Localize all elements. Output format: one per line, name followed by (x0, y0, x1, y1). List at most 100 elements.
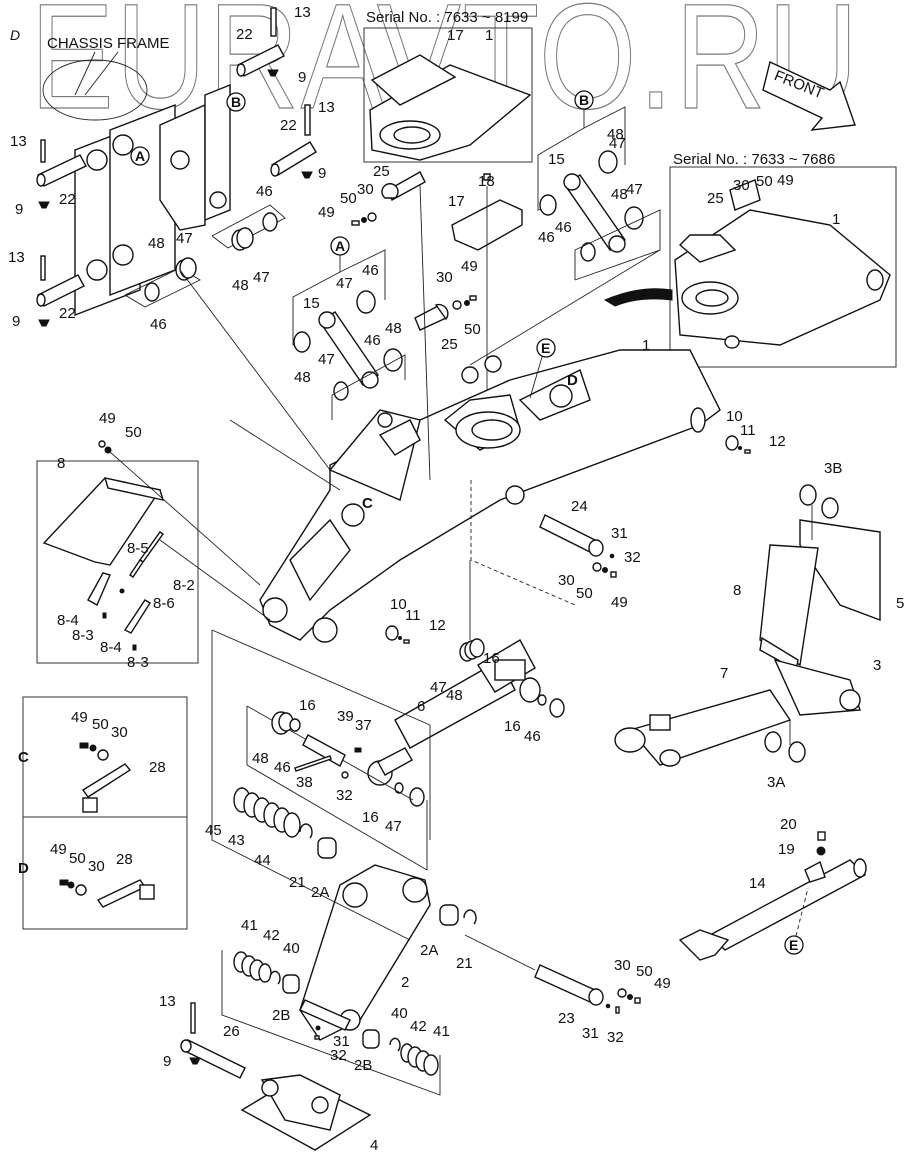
part-label-48: 48 (446, 687, 463, 704)
part-label-50: 50 (576, 585, 593, 602)
inset-serial-right (669, 166, 897, 368)
part-label-13: 13 (294, 4, 311, 21)
part-label-30: 30 (733, 177, 750, 194)
part-label-5: 5 (896, 595, 904, 612)
part-label-2a: 2A (311, 884, 329, 901)
part-label-22: 22 (280, 117, 297, 134)
part-label-50: 50 (636, 963, 653, 980)
part-label-30: 30 (357, 181, 374, 198)
svg-text:C: C (362, 495, 373, 512)
dashed-axis-pin-24 (470, 480, 576, 606)
part-label-46: 46 (274, 759, 291, 776)
part-label-40: 40 (283, 940, 300, 957)
part-label-46: 46 (364, 332, 381, 349)
part-label-50: 50 (340, 190, 357, 207)
part-label-8-4: 8-4 (57, 612, 79, 629)
part-label-17: 17 (447, 27, 464, 44)
part-label-9: 9 (163, 1053, 171, 1070)
part-label-3a: 3A (767, 774, 785, 791)
part-label-46: 46 (150, 316, 167, 333)
part-label-30: 30 (558, 572, 575, 589)
part-label-49: 49 (654, 975, 671, 992)
part-label-49: 49 (71, 709, 88, 726)
part-label-39: 39 (337, 708, 354, 725)
part-label-22: 22 (236, 26, 253, 43)
part-label-50: 50 (69, 850, 86, 867)
callout-A-link: A (292, 236, 386, 346)
chassis-frame-outline (42, 51, 148, 121)
part-label-46: 46 (362, 262, 379, 279)
part-label-32: 32 (336, 787, 353, 804)
part-label-44: 44 (254, 852, 271, 869)
part-label-15: 15 (303, 295, 320, 312)
part-label-22: 22 (59, 305, 76, 322)
part-label-3b: 3B (824, 460, 842, 477)
part-label-24: 24 (571, 498, 588, 515)
bushings-2A-right (439, 904, 477, 926)
decal-D: D (549, 372, 578, 408)
part-label-49: 49 (50, 841, 67, 858)
part-label-16: 16 (299, 697, 316, 714)
part-label-8-3: 8-3 (127, 654, 149, 671)
leader-lines (159, 184, 813, 745)
part-label-46: 46 (555, 219, 572, 236)
washer-group-chassis-upper (211, 204, 286, 251)
inset-pointer (603, 288, 673, 307)
part-label-49: 49 (318, 204, 335, 221)
part-label-9: 9 (15, 201, 23, 218)
part-label-8-5: 8-5 (127, 540, 149, 557)
cylinder-6 (367, 639, 541, 786)
part-label-8-4: 8-4 (100, 639, 122, 656)
washer-10-left (385, 625, 410, 644)
svg-text:A: A (135, 148, 145, 164)
decal-C: C (341, 495, 373, 527)
part-label-37: 37 (355, 717, 372, 734)
part-label-40: 40 (391, 1005, 408, 1022)
floor-plate-4 (240, 1074, 372, 1151)
part-label-8-6: 8-6 (153, 595, 175, 612)
svg-text:C: C (18, 749, 29, 766)
part-label-3: 3 (873, 657, 881, 674)
part-label-16: 16 (483, 650, 500, 667)
part-label-25: 25 (441, 336, 458, 353)
part-label-38: 38 (296, 774, 313, 791)
part-label-30: 30 (436, 269, 453, 286)
part-label-30: 30 (88, 858, 105, 875)
part-label-9: 9 (298, 69, 306, 86)
part-label-48: 48 (232, 277, 249, 294)
pin-26 (180, 1002, 246, 1079)
washer-group-chassis-lower (124, 257, 201, 308)
part-label-10: 10 (390, 596, 407, 613)
part-label-11: 11 (405, 607, 421, 624)
part-label-2: 2 (401, 974, 409, 991)
part-label-49: 49 (611, 594, 628, 611)
part-label-32: 32 (607, 1029, 624, 1046)
pin-25-upper (351, 171, 426, 226)
part-label-25: 25 (373, 163, 390, 180)
part-label-48: 48 (611, 186, 628, 203)
part-label-28: 28 (116, 851, 133, 868)
part-label-31: 31 (333, 1033, 350, 1050)
part-label-47: 47 (176, 230, 193, 247)
part-label-30: 30 (111, 724, 128, 741)
part-label-50: 50 (464, 321, 481, 338)
part-label-9: 9 (12, 313, 20, 330)
part-label-8-3: 8-3 (72, 627, 94, 644)
part-label-6: 6 (417, 698, 425, 715)
part-label-30: 30 (614, 957, 631, 974)
part-label-41: 41 (433, 1023, 450, 1040)
bushing-3B (799, 484, 839, 519)
pin-22-top (236, 7, 285, 77)
pin-23 (464, 934, 641, 1014)
part-label-43: 43 (228, 832, 245, 849)
part-label-26: 26 (223, 1023, 240, 1040)
part-label-48: 48 (294, 369, 311, 386)
part-label-8: 8 (733, 582, 741, 599)
link-15-B (539, 150, 661, 281)
inset-footrest-8 (36, 460, 199, 664)
serial-range-right: Serial No. : 7633 ~ 7686 (673, 151, 835, 168)
part-label-21: 21 (289, 874, 306, 891)
part-label-20: 20 (780, 816, 797, 833)
part-label-46: 46 (538, 229, 555, 246)
